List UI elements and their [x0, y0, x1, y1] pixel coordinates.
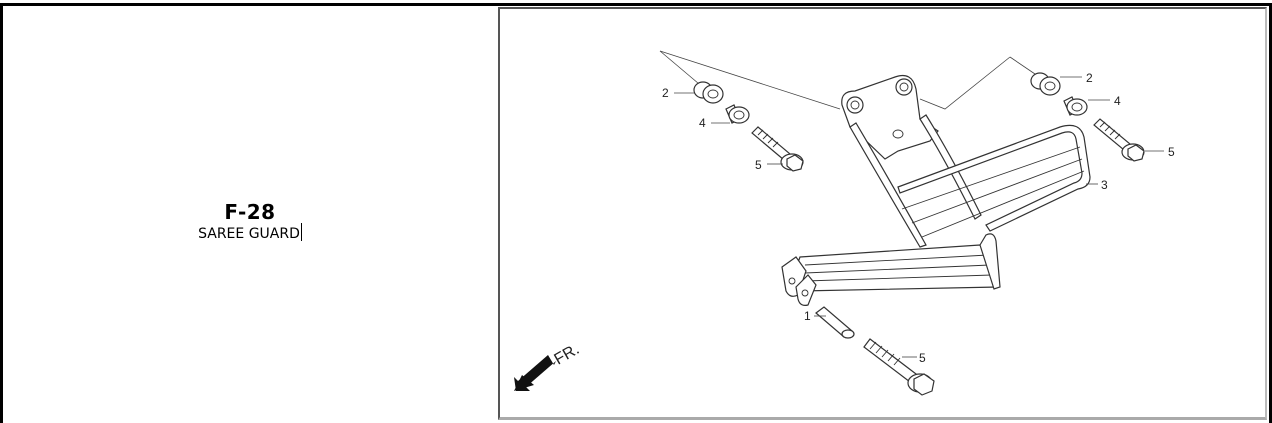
svg-text:5: 5: [755, 158, 762, 172]
collar-washer-left-icon: [693, 81, 724, 104]
text-cursor: [300, 223, 302, 241]
svg-text:5: 5: [1168, 145, 1175, 159]
callout-left-2: 2: [662, 86, 694, 100]
callout-right-4: 4: [1088, 94, 1121, 108]
callout-right-5: 5: [1145, 145, 1175, 159]
bolt-left-icon: [751, 126, 804, 172]
svg-text:1: 1: [804, 309, 811, 323]
svg-text:2: 2: [1086, 71, 1093, 85]
pin-icon: [815, 306, 855, 339]
figure-title-text: SAREE GUARD: [198, 226, 300, 242]
callout-bottom-5: 5: [902, 351, 926, 365]
front-direction-label: FR.: [552, 341, 583, 369]
collar-right-icon: [1063, 96, 1088, 116]
callout-right-2: 2: [1060, 71, 1093, 85]
svg-text:3: 3: [1101, 178, 1108, 192]
bolt-right-icon: [1093, 118, 1145, 162]
saree-guard-exploded-view: 2 4 5 2 4 5 3 1: [514, 50, 1175, 396]
svg-text:2: 2: [662, 86, 669, 100]
svg-text:5: 5: [919, 351, 926, 365]
table-border: [0, 3, 1272, 423]
callout-guard-3: 3: [1086, 178, 1108, 192]
svg-text:4: 4: [1114, 94, 1121, 108]
callout-left-4: 4: [699, 116, 730, 130]
figure-code: F-28: [224, 200, 276, 224]
svg-text:4: 4: [699, 116, 706, 130]
front-direction-arrow-icon: [514, 355, 556, 391]
saree-guard-frame-icon: [781, 74, 1091, 306]
callout-pin-1: 1: [804, 309, 826, 323]
leader-lines: [659, 50, 1036, 110]
collar-left-icon: [725, 104, 750, 124]
callout-left-5: 5: [755, 158, 783, 172]
figure-info-cell: F-28 SAREE GUARD: [3, 6, 497, 423]
parts-diagram: 2 4 5 2 4 5 3 1: [498, 7, 1267, 420]
collar-washer-right-icon: [1030, 72, 1061, 96]
figure-title[interactable]: SAREE GUARD: [198, 223, 302, 242]
bolt-bottom-icon: [863, 338, 935, 396]
